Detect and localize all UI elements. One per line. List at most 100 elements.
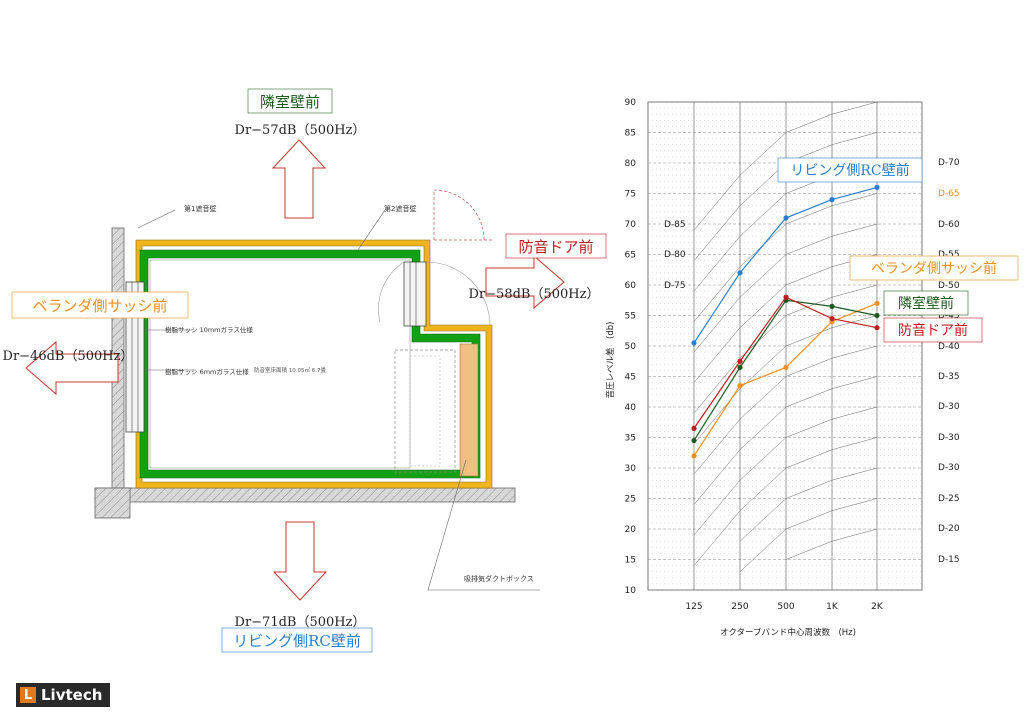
d-curve-80	[693, 132, 878, 261]
y-tick-20: 20	[625, 525, 637, 535]
veranda-box	[11, 291, 189, 319]
veranda-value: Dr−46dB（500Hz）	[3, 349, 134, 364]
series-point-1-1	[737, 383, 743, 389]
right-d-label: D-45	[938, 311, 960, 321]
series-point-1-0	[691, 453, 697, 459]
wall1-label: 第1遮音壁	[184, 204, 216, 213]
sash6-label: 樹脂サッシ 6mmガラス仕様	[165, 367, 249, 376]
x-tick-250: 250	[731, 602, 748, 612]
door-box	[505, 233, 607, 259]
outer-door-swing	[433, 189, 485, 241]
series-point-0-0	[691, 340, 697, 346]
d-curve-65	[693, 223, 878, 353]
room-note: 防音室床面積 10.05㎡ 6.7畳	[254, 366, 326, 374]
veranda-label: ベランダ側サッシ前	[32, 297, 167, 315]
right-d-label: D-30	[938, 463, 960, 473]
x-tick-1K: 1K	[826, 602, 839, 612]
series-point-3-0	[691, 425, 697, 431]
living-box	[221, 627, 373, 653]
duct-leader	[427, 459, 467, 591]
right-d-label: D-35	[938, 372, 960, 382]
right-d-label: D-60	[938, 220, 960, 230]
shelf-unit-inner	[409, 355, 441, 467]
y-tick-40: 40	[625, 403, 637, 413]
arrow-up	[271, 139, 327, 219]
neighbor-wall-label: 隣室壁前	[260, 93, 320, 111]
door-swing-arc	[425, 261, 491, 327]
chart-series	[691, 184, 880, 459]
right-d-label: D-20	[938, 524, 960, 534]
series-point-0-3	[829, 197, 835, 203]
duct-label: 吸排気ダクトボックス	[464, 574, 534, 583]
y-tick-25: 25	[625, 495, 636, 505]
y-tick-30: 30	[625, 464, 637, 474]
series-point-0-1	[737, 270, 743, 276]
series-point-3-3	[829, 315, 835, 322]
y-tick-75: 75	[625, 190, 636, 200]
series-label-3: 防音ドア前	[898, 322, 968, 339]
right-d-label: D-50	[938, 281, 960, 291]
y-tick-70: 70	[625, 220, 637, 230]
d-curve-40	[693, 376, 878, 505]
d-curve-55	[693, 284, 878, 414]
door-label: 防音ドア前	[518, 238, 593, 256]
y-tick-60: 60	[625, 281, 637, 291]
brand-logo: L Livtech	[16, 683, 111, 707]
series-point-3-4	[874, 325, 880, 331]
d-curve-50	[693, 315, 878, 444]
y-tick-90: 90	[625, 98, 637, 108]
neighbor-wall-value: Dr−57dB（500Hz）	[235, 123, 366, 138]
door-value: Dr−58dB（500Hz）	[469, 287, 600, 302]
series-point-1-2	[783, 364, 789, 370]
series-point-2-4	[874, 312, 880, 319]
arrow-left	[25, 340, 119, 396]
series-label-box-3	[883, 317, 983, 343]
d-curve-25	[739, 467, 878, 542]
series-point-2-3	[829, 303, 835, 309]
d-right-labels: D-70D-65D-60D-55D-50D-45D-40D-35D-30D-30…	[938, 158, 960, 565]
wall1-leader	[137, 209, 176, 229]
d-curve-70	[693, 193, 878, 322]
second-sound-wall	[139, 249, 481, 479]
veranda-sash	[125, 281, 145, 433]
chart-grid	[647, 101, 923, 591]
right-d-label: D-55	[938, 250, 960, 260]
sound-door-frame	[403, 261, 427, 327]
d-curve-85	[693, 101, 878, 231]
d-curve-45	[693, 345, 878, 475]
series-point-0-4	[874, 184, 880, 190]
floor-plan: 隣室壁前 Dr−57dB（500Hz） 防音ドア前 Dr−58dB（500Hz）…	[3, 88, 607, 653]
d-curve-60	[693, 254, 878, 383]
series-label-2: 隣室壁前	[898, 295, 954, 312]
series-point-2-0	[691, 437, 697, 444]
right-d-label: D-25	[938, 494, 960, 504]
left-d-label: D-80	[664, 250, 686, 260]
right-d-label: D-40	[938, 342, 960, 352]
y-tick-45: 45	[625, 373, 636, 383]
series-label-1: ベランダ側サッシ前	[871, 260, 997, 277]
first-sound-wall	[135, 239, 493, 489]
y-tick-50: 50	[625, 342, 637, 352]
shelf-unit	[394, 349, 456, 473]
brand-name: Livtech	[41, 686, 103, 704]
d-left-labels: D-85D-80D-75	[664, 220, 686, 291]
series-point-1-4	[874, 300, 880, 306]
arrow-right	[485, 254, 565, 310]
left-d-label: D-75	[664, 281, 686, 291]
living-label: リビング側RC壁前	[233, 632, 361, 650]
y-tick-10: 10	[625, 586, 637, 596]
y-axis-label: 音圧レベル差 (db)	[605, 322, 616, 399]
series-line-3	[693, 296, 878, 429]
right-d-label: D-70	[938, 158, 960, 168]
y-tick-80: 80	[625, 159, 637, 169]
y-tick-65: 65	[625, 251, 636, 261]
arrow-down	[272, 521, 328, 601]
room-inner-line	[149, 259, 411, 469]
right-d-label: D-30	[938, 402, 960, 412]
series-point-3-2	[783, 294, 789, 300]
